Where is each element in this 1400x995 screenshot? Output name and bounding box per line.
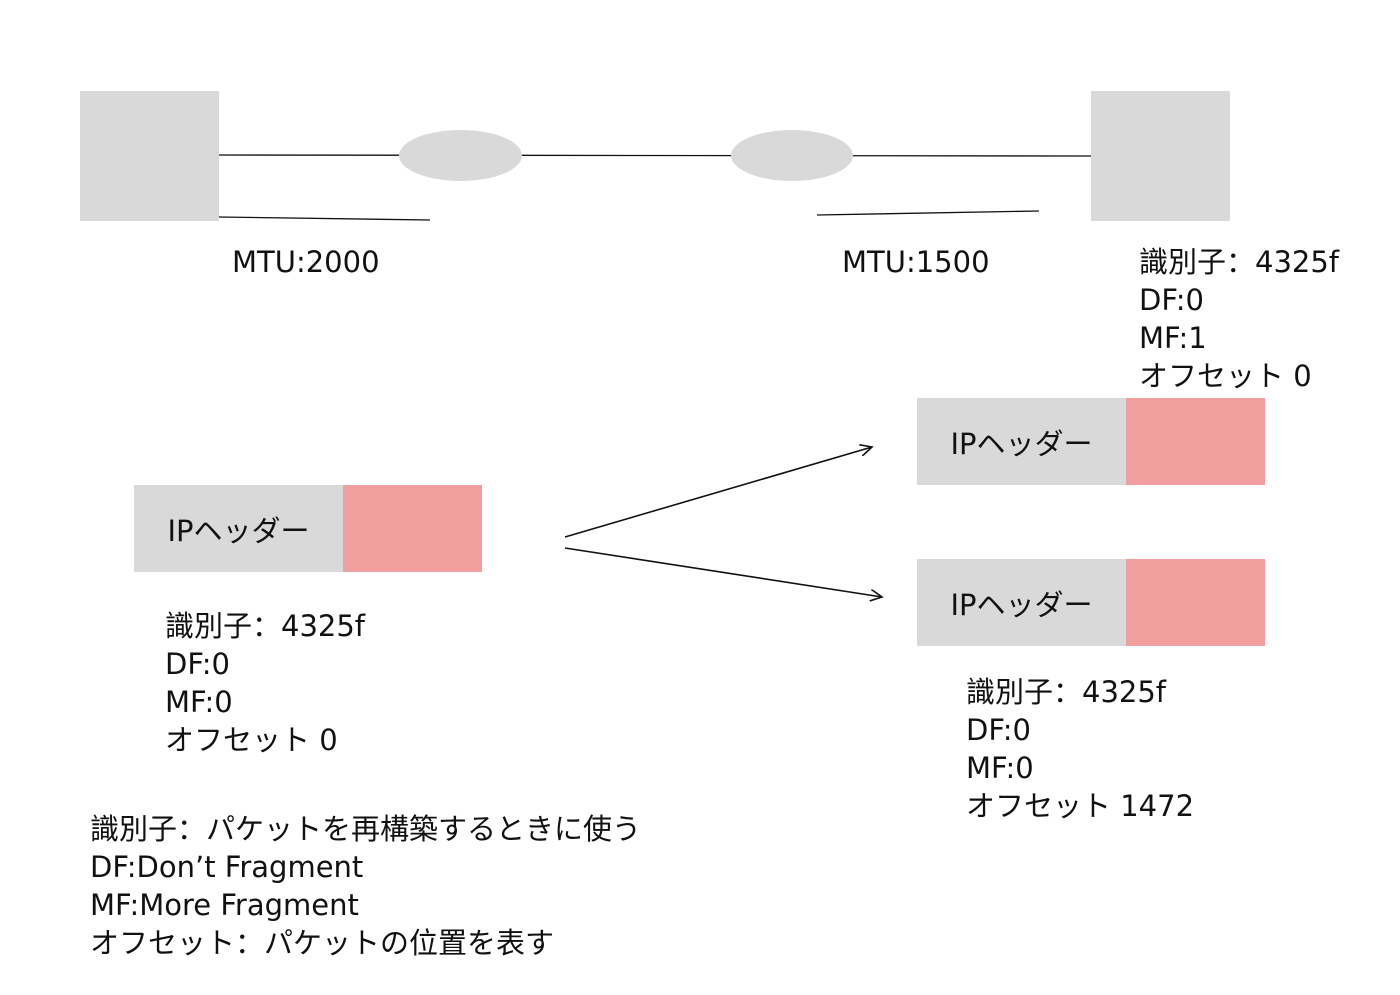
host-left (80, 91, 219, 221)
legend: 識別子：パケットを再構築するときに使う DF:Don’t Fragment MF… (90, 810, 641, 962)
fragment-2-df: DF:0 (966, 713, 1031, 747)
original-packet-header: IPヘッダー (134, 485, 343, 572)
fragment-1-payload (1126, 398, 1265, 485)
legend-identifier: 識別子：パケットを再構築するときに使う (90, 812, 642, 846)
original-packet: IPヘッダー (134, 485, 482, 572)
fragment-2-fields: 識別子：4325f DF:0 MF:0 オフセット 1472 (966, 673, 1194, 825)
router-2 (731, 130, 853, 181)
original-offset: オフセット 0 (165, 723, 338, 757)
fragment-2-mf: MF:0 (966, 751, 1034, 785)
legend-df: DF:Don’t Fragment (90, 850, 364, 884)
arrow-to-fragment-2 (564, 547, 882, 597)
fragment-1-offset: オフセット 0 (1139, 359, 1312, 393)
fragment-1-header: IPヘッダー (917, 398, 1126, 485)
original-identifier: 識別子：4325f (165, 609, 366, 643)
fragment-2-payload (1126, 559, 1265, 646)
mtu-left-underline (218, 216, 431, 221)
fragment-2-header: IPヘッダー (917, 559, 1126, 646)
network-link-line (218, 154, 1092, 157)
original-packet-payload (343, 485, 482, 572)
mtu-left-label: MTU:2000 (232, 245, 380, 279)
fragment-1-fields: 識別子：4325f DF:0 MF:1 オフセット 0 (1139, 243, 1339, 395)
fragment-1-identifier: 識別子：4325f (1139, 245, 1340, 279)
original-packet-fields: 識別子：4325f DF:0 MF:0 オフセット 0 (165, 607, 365, 759)
router-1 (399, 130, 522, 181)
host-right (1091, 91, 1230, 221)
fragment-2-offset: オフセット 1472 (966, 789, 1195, 823)
fragment-2-packet: IPヘッダー (917, 559, 1265, 646)
fragment-1-mf: MF:1 (1139, 321, 1207, 355)
fragment-1-packet: IPヘッダー (917, 398, 1265, 485)
fragment-1-df: DF:0 (1139, 283, 1204, 317)
arrow-to-fragment-1 (564, 447, 872, 538)
mtu-right-underline (816, 210, 1040, 216)
original-mf: MF:0 (165, 685, 233, 719)
legend-offset: オフセット：パケットの位置を表す (90, 926, 555, 960)
original-df: DF:0 (165, 647, 230, 681)
mtu-right-label: MTU:1500 (842, 245, 990, 279)
legend-mf: MF:More Fragment (90, 888, 359, 922)
fragment-2-identifier: 識別子：4325f (966, 675, 1167, 709)
